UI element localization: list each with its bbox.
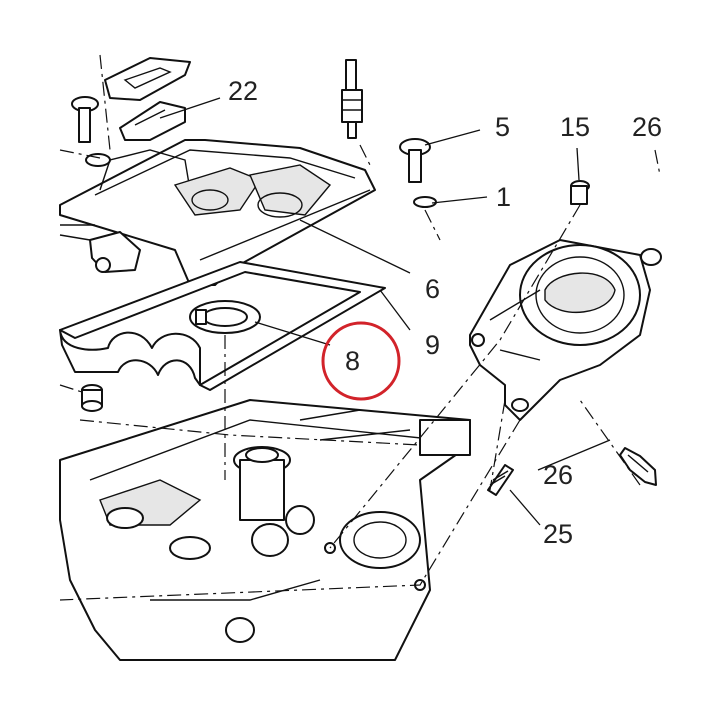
callout-1: 1 [496, 182, 511, 212]
callout-26-top: 26 [632, 112, 662, 142]
cylinder-head [59, 399, 471, 661]
gasket [59, 261, 386, 391]
callout-5: 5 [495, 112, 510, 142]
valve-cover [59, 139, 376, 286]
leader-lines [159, 97, 611, 526]
dowel-pin [81, 384, 103, 412]
bolt-5 [399, 138, 437, 208]
assembly-lines [59, 54, 661, 601]
highlight-circle-8 [321, 321, 401, 401]
seal-ring-8 [189, 300, 261, 334]
stud-25 [487, 464, 514, 496]
breather-cap [104, 57, 191, 141]
callout-22: 22 [228, 76, 258, 106]
callout-25: 25 [543, 519, 573, 549]
sensor-26 [619, 447, 657, 486]
bolt-15 [570, 180, 590, 205]
callout-6: 6 [425, 274, 440, 304]
callout-9: 9 [425, 330, 440, 360]
callout-26-bottom: 26 [543, 460, 573, 490]
bolt-left-top [71, 96, 111, 167]
callout-15: 15 [560, 112, 590, 142]
spark-plug [341, 59, 363, 139]
callout-8: 8 [345, 346, 360, 376]
throttle-body [469, 239, 662, 421]
